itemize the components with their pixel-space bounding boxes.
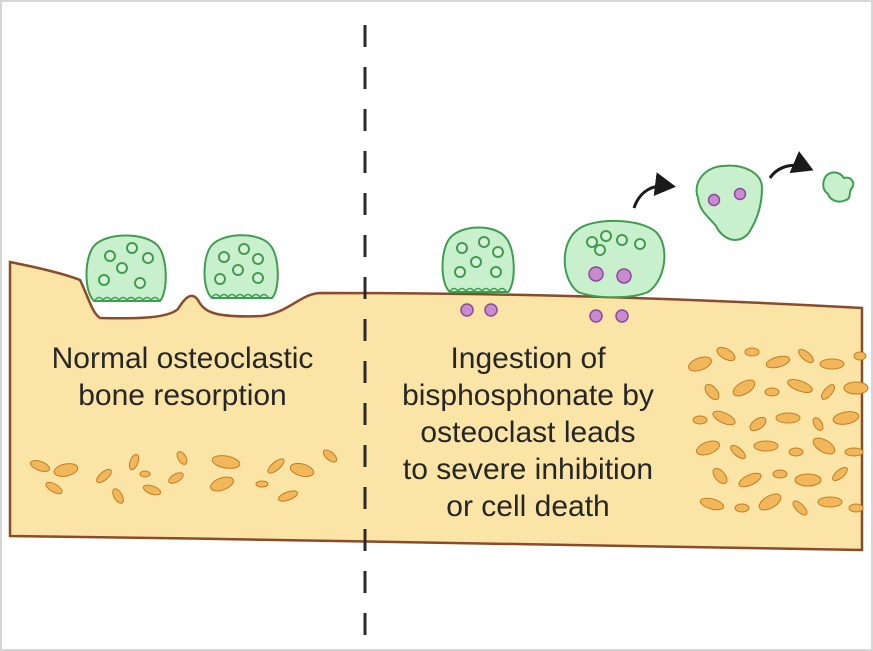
caption-line: Normal osteoclastic: [20, 340, 345, 377]
osteoclast-ingesting: [565, 221, 665, 297]
caption-line: or cell death: [378, 488, 678, 525]
caption-line: Ingestion of: [378, 340, 678, 377]
caption-line: bisphosphonate by: [378, 377, 678, 414]
normal-resorption-caption: Normal osteoclastic bone resorption: [20, 340, 345, 414]
caption-line: to severe inhibition: [378, 451, 678, 488]
osteoclast-normal-1: [87, 236, 166, 302]
bisphosphonate-caption: Ingestion of bisphosphonate by osteoclas…: [378, 340, 678, 525]
progression-arrow-1: [634, 186, 670, 208]
osteoclast-normal-2: [205, 235, 278, 298]
osteoclast-detaching: [697, 166, 762, 240]
caption-line: osteoclast leads: [378, 414, 678, 451]
osteoclast-inhibited: [443, 228, 514, 293]
caption-line: bone resorption: [20, 377, 345, 414]
cell-remnant: [823, 172, 853, 201]
progression-arrow-2: [770, 165, 808, 178]
